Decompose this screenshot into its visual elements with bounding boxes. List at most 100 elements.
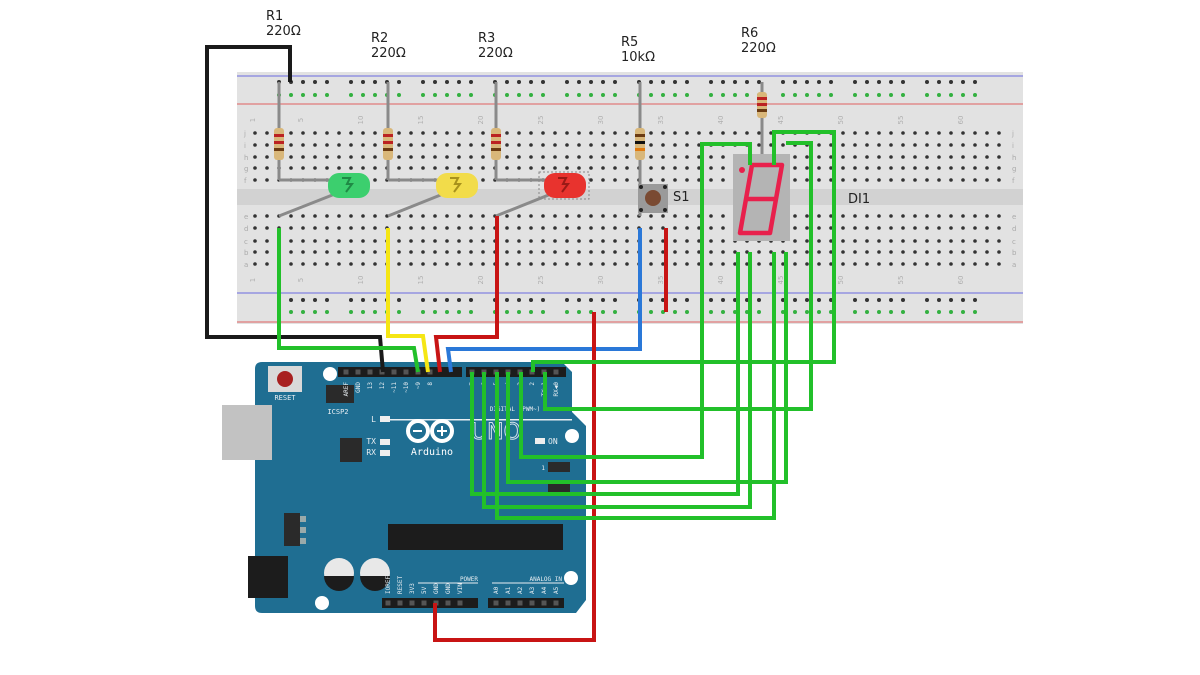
pushbutton-s1[interactable] xyxy=(638,184,668,213)
breadboard-hole xyxy=(601,262,605,266)
breadboard-hole xyxy=(865,131,869,135)
breadboard-hole xyxy=(673,239,677,243)
breadboard-hole xyxy=(997,239,1001,243)
row-letter: i xyxy=(1012,142,1014,150)
breadboard-hole xyxy=(301,239,305,243)
breadboard-hole xyxy=(961,131,965,135)
wire-pin1-display[interactable] xyxy=(543,141,813,411)
breadboard-hole xyxy=(817,214,821,218)
breadboard-hole xyxy=(313,262,317,266)
breadboard-hole xyxy=(313,226,317,230)
breadboard-hole xyxy=(601,131,605,135)
rail-hole xyxy=(313,310,317,314)
header-pin[interactable] xyxy=(367,369,373,375)
wire-yellow-led-pin10[interactable] xyxy=(386,228,430,373)
rail-hole xyxy=(613,80,617,84)
breadboard-hole xyxy=(661,214,665,218)
wire-blue-button-pin8[interactable] xyxy=(445,228,642,373)
header-pin[interactable] xyxy=(397,600,403,606)
breadboard-hole xyxy=(901,226,905,230)
breadboard-hole xyxy=(697,131,701,135)
wire-red-5v[interactable] xyxy=(433,312,596,642)
breadboard-hole xyxy=(817,262,821,266)
wires xyxy=(205,45,836,642)
header-pin[interactable] xyxy=(493,600,499,606)
wire-pin4-display[interactable] xyxy=(506,252,788,484)
rail-hole xyxy=(433,310,437,314)
breadboard-hole xyxy=(601,239,605,243)
rail-hole xyxy=(973,93,977,97)
header-pin[interactable] xyxy=(457,600,463,606)
wire-pin3-display[interactable] xyxy=(519,142,752,459)
leds xyxy=(278,171,590,218)
breadboard-hole xyxy=(373,214,377,218)
atmega-chip xyxy=(388,524,563,550)
breadboard-hole xyxy=(433,262,437,266)
wire-pin5-display[interactable] xyxy=(495,252,776,520)
rail-hole xyxy=(469,93,473,97)
header-pin[interactable] xyxy=(385,600,391,606)
rail-hole xyxy=(541,310,545,314)
wire-pin6-display[interactable] xyxy=(482,252,752,509)
rail-hole xyxy=(685,310,689,314)
breadboard-hole xyxy=(361,155,365,159)
header-pin[interactable] xyxy=(505,600,511,606)
analog-in-label: ANALOG IN xyxy=(529,576,562,583)
pin-label: ~11 xyxy=(391,382,398,393)
wire-gnd-black[interactable] xyxy=(205,45,385,373)
wire-green-led-pin11[interactable] xyxy=(277,228,420,373)
wire-pin7-display[interactable] xyxy=(470,252,740,496)
breadboard-hole xyxy=(421,239,425,243)
breadboard-hole xyxy=(445,250,449,254)
breadboard-hole xyxy=(553,262,557,266)
header-pin[interactable] xyxy=(409,600,415,606)
header-pin[interactable] xyxy=(445,600,451,606)
breadboard-hole xyxy=(541,262,545,266)
rail-hole xyxy=(937,310,941,314)
header-pin[interactable] xyxy=(553,369,559,375)
rail-hole xyxy=(721,298,725,302)
breadboard-hole xyxy=(697,262,701,266)
column-number: 45 xyxy=(777,276,785,285)
rail-hole xyxy=(577,298,581,302)
rail-hole xyxy=(817,310,821,314)
header-pin[interactable] xyxy=(355,369,361,375)
breadboard-hole xyxy=(961,262,965,266)
pin-label: A5 xyxy=(553,586,560,594)
header-pin[interactable] xyxy=(541,600,547,606)
breadboard-hole xyxy=(649,131,653,135)
row-letter: b xyxy=(244,249,249,257)
breadboard-hole xyxy=(397,143,401,147)
row-letter: g xyxy=(244,165,248,173)
breadboard-hole xyxy=(661,131,665,135)
wire-pin2-display[interactable] xyxy=(531,130,836,372)
header-pin[interactable] xyxy=(403,369,409,375)
breadboard-hole xyxy=(889,239,893,243)
breadboard-hole xyxy=(469,262,473,266)
breadboard-hole xyxy=(625,143,629,147)
breadboard-hole xyxy=(625,250,629,254)
wire-red-led-pin9[interactable] xyxy=(433,216,499,373)
rail-hole xyxy=(901,310,905,314)
breadboard-hole xyxy=(433,239,437,243)
header-pin[interactable] xyxy=(343,369,349,375)
breadboard-hole xyxy=(805,214,809,218)
rail-hole xyxy=(469,310,473,314)
breadboard-hole xyxy=(601,226,605,230)
rail-hole xyxy=(445,298,449,302)
header-pin[interactable] xyxy=(529,600,535,606)
breadboard-hole xyxy=(649,143,653,147)
pin-label: 2 xyxy=(529,382,536,386)
header-pin[interactable] xyxy=(391,369,397,375)
breadboard-hole xyxy=(817,250,821,254)
header-pin[interactable] xyxy=(427,369,433,375)
row-letter: f xyxy=(244,177,247,185)
header-pin[interactable] xyxy=(517,600,523,606)
breadboard-hole xyxy=(685,155,689,159)
breadboard-hole xyxy=(901,239,905,243)
header-pin[interactable] xyxy=(553,600,559,606)
breadboard-hole xyxy=(961,178,965,182)
icsp2-label: ICSP2 xyxy=(327,408,348,416)
header-pin[interactable] xyxy=(421,600,427,606)
